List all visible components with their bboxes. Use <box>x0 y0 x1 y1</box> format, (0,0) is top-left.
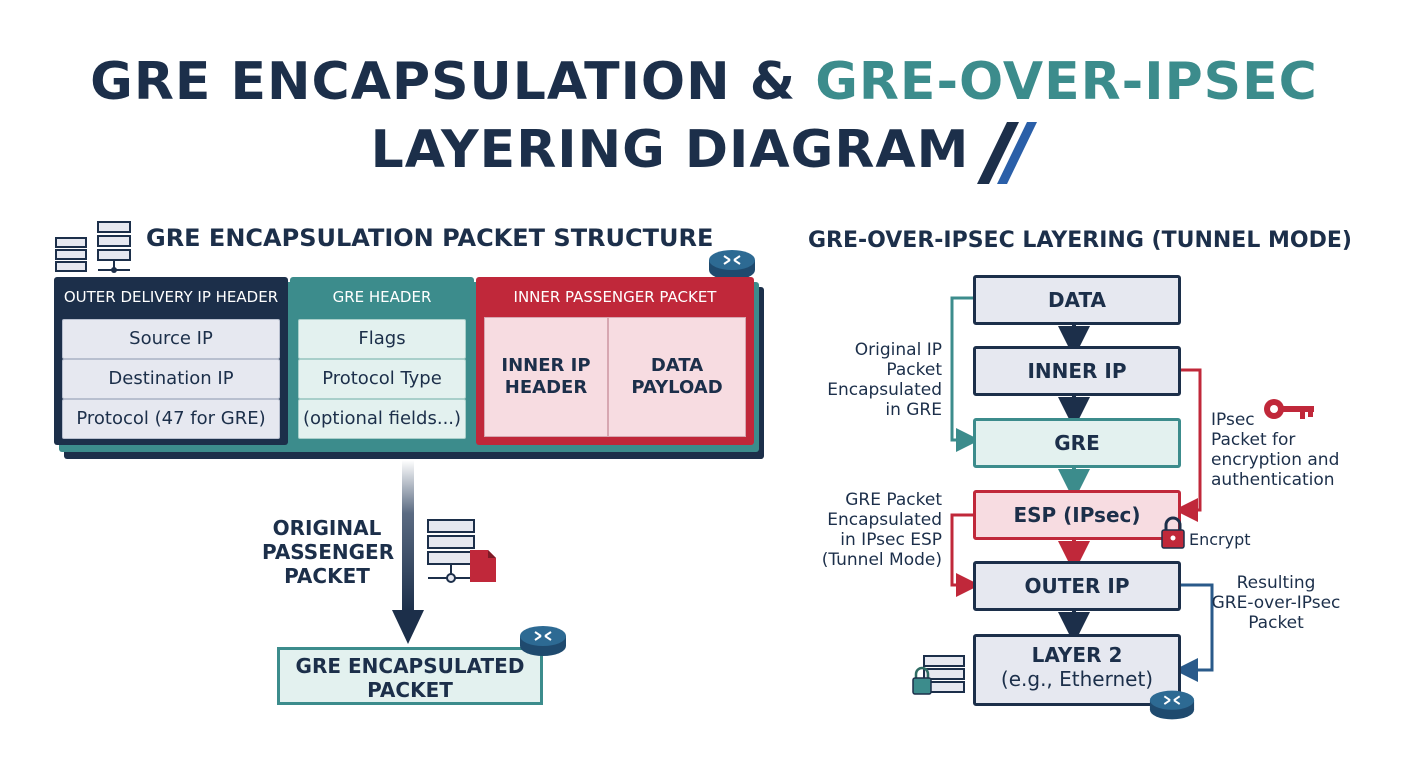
note-original-ip: Original IP Packet Encapsulated in GRE <box>800 340 942 420</box>
note-original-line3: Encapsulated <box>827 380 942 400</box>
note-resulting-line3: Packet <box>1248 613 1304 633</box>
note-encrypt: Encrypt <box>1189 530 1251 549</box>
note-gre-line2: Encapsulated <box>827 510 942 530</box>
field-protocol-type: Protocol Type <box>298 359 466 399</box>
inner-ip-line1: INNER IP <box>501 355 591 376</box>
right-section-title: GRE-OVER-IPSEC LAYERING (TUNNEL MODE) <box>808 228 1352 253</box>
note-gre-line4: (Tunnel Mode) <box>821 550 942 570</box>
inner-ip-line2: HEADER <box>504 377 588 398</box>
field-protocol: Protocol (47 for GRE) <box>62 399 280 439</box>
layer2-line2: (e.g., Ethernet) <box>1000 667 1154 691</box>
note-gre-packet: GRE Packet Encapsulated in IPsec ESP (Tu… <box>790 490 942 570</box>
server-document-icon <box>427 519 496 583</box>
note-original-line4: in GRE <box>885 400 942 420</box>
lock-icon <box>1161 516 1185 549</box>
layer-2: LAYER 2 (e.g., Ethernet) <box>973 634 1181 706</box>
result-line2: PACKET <box>367 678 453 702</box>
down-arrow-icon <box>392 460 424 644</box>
field-destination-ip: Destination IP <box>62 359 280 399</box>
note-resulting: Resulting GRE-over-IPsec Packet <box>1206 573 1346 633</box>
layer-gre: GRE <box>973 418 1181 468</box>
note-original-line1: Original IP <box>854 340 942 360</box>
field-optional: (optional fields...) <box>298 399 466 439</box>
note-ipsec-line3: encryption and <box>1211 450 1340 470</box>
secure-server-icon <box>912 655 965 695</box>
payload-line2: PAYLOAD <box>631 377 723 398</box>
arrow-label-line3: PACKET <box>284 564 370 588</box>
payload-line1: DATA <box>650 355 704 376</box>
page-title: GRE ENCAPSULATION & GRE-OVER-IPSEC LAYER… <box>0 48 1408 184</box>
arrow-label-line1: ORIGINAL <box>272 516 382 540</box>
layer-data: DATA <box>973 275 1181 325</box>
title-line2: LAYERING DIAGRAM <box>370 120 970 180</box>
note-gre-line3: in IPsec ESP <box>840 530 942 550</box>
outer-ip-header-block: OUTER DELIVERY IP HEADER Source IP Desti… <box>54 277 288 445</box>
layer-outer-ip: OUTER IP <box>973 561 1181 611</box>
left-section-title: GRE ENCAPSULATION PACKET STRUCTURE <box>146 224 714 252</box>
note-resulting-line1: Resulting <box>1236 573 1316 593</box>
server-rack-icon <box>55 221 131 273</box>
field-flags: Flags <box>298 319 466 359</box>
result-line1: GRE ENCAPSULATED <box>295 654 525 678</box>
layer-esp: ESP (IPsec) <box>973 490 1181 540</box>
layer-inner-ip: INNER IP <box>973 346 1181 396</box>
slash-logo-icon <box>977 122 1038 184</box>
layer-connectors <box>950 296 1214 682</box>
router-icon-2 <box>520 626 566 656</box>
gre-header-label: GRE HEADER <box>332 288 432 306</box>
original-passenger-label: ORIGINAL PASSENGER PACKET <box>262 516 395 588</box>
inner-passenger-label: INNER PASSENGER PACKET <box>513 288 717 306</box>
outer-ip-header-label: OUTER DELIVERY IP HEADER <box>63 288 279 306</box>
gre-header-block: GRE HEADER Flags Protocol Type (optional… <box>290 277 474 445</box>
note-ipsec-line4: authentication <box>1211 470 1335 490</box>
key-icon <box>1264 399 1314 419</box>
router-icon <box>709 250 755 280</box>
note-resulting-line2: GRE-over-IPsec <box>1211 593 1341 613</box>
arrow-label-line2: PASSENGER <box>262 540 395 564</box>
note-ipsec-line1: IPsec <box>1211 410 1255 430</box>
title-part2: GRE-OVER-IPSEC <box>815 52 1318 112</box>
note-ipsec-line2: Packet for <box>1211 430 1296 450</box>
note-gre-line1: GRE Packet <box>845 490 942 510</box>
layer2-line1: LAYER 2 <box>1031 643 1123 667</box>
note-original-line2: Packet <box>886 360 942 380</box>
title-part1: GRE ENCAPSULATION & <box>90 52 816 112</box>
note-ipsec: IPsec Packet for encryption and authenti… <box>1211 410 1371 490</box>
gre-encapsulated-packet-box: GRE ENCAPSULATED PACKET <box>277 647 543 705</box>
field-source-ip: Source IP <box>62 319 280 359</box>
router-icon-3 <box>1149 690 1195 720</box>
